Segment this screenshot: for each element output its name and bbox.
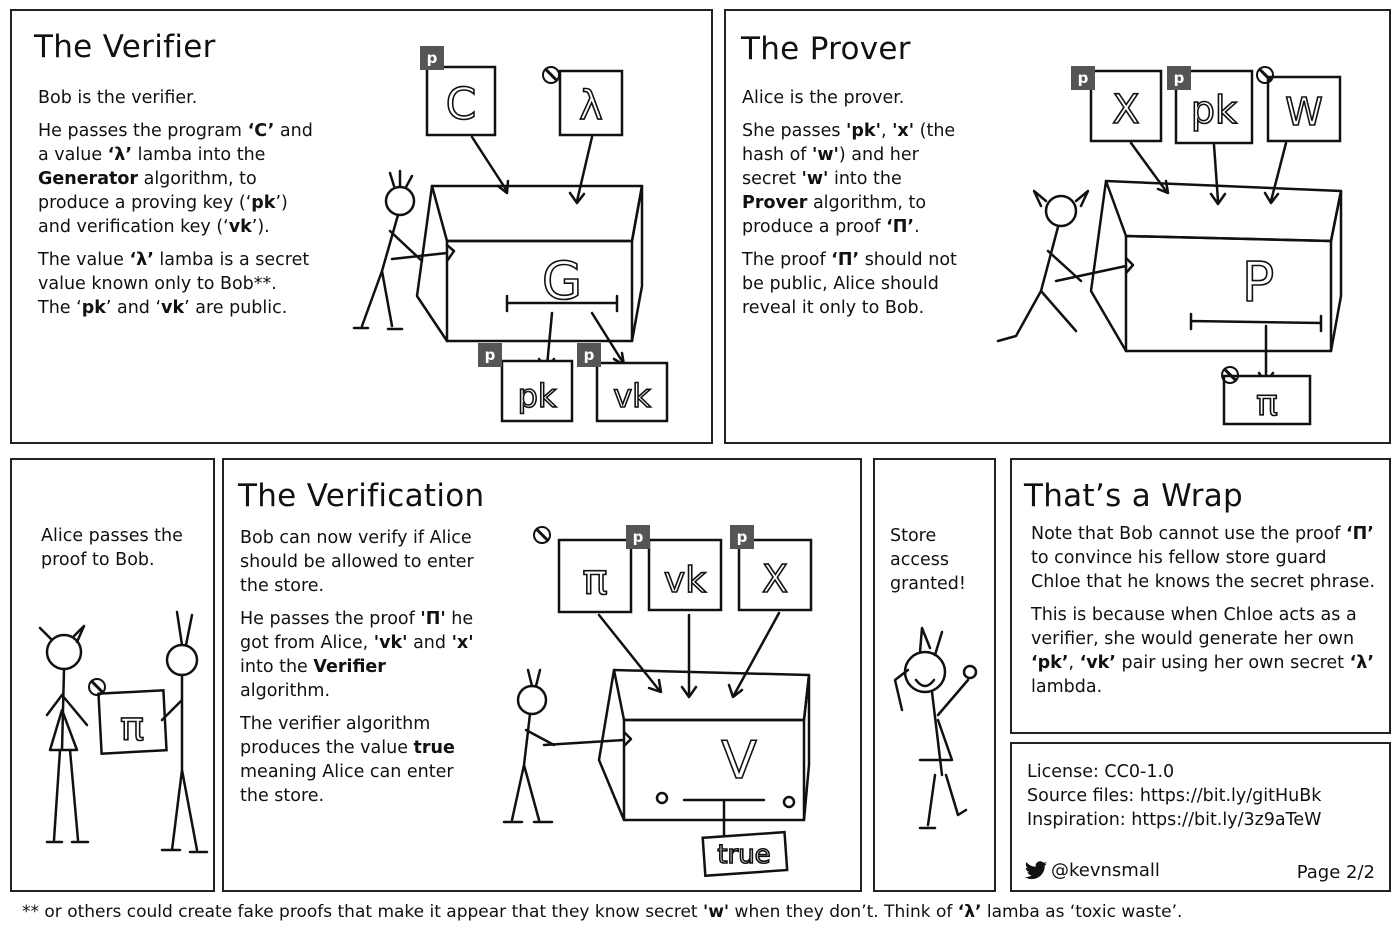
card-pi-label: π bbox=[582, 555, 607, 604]
card-pk-label: pk bbox=[518, 377, 557, 415]
card-pi-label: π bbox=[120, 704, 144, 750]
footnote: ** or others could create fake proofs th… bbox=[22, 902, 1183, 922]
license-text: License: CC0-1.0 bbox=[1027, 762, 1175, 782]
panel-text: Bob can now verify if Alice should be al… bbox=[240, 526, 475, 817]
paragraph: Alice is the prover. bbox=[742, 88, 905, 108]
no-entry-icon bbox=[1221, 366, 1239, 384]
page-number: Page 2/2 bbox=[1296, 862, 1375, 883]
panel-title: The Prover bbox=[741, 31, 911, 67]
panel-text: Alice passes the proof to Bob. bbox=[41, 526, 183, 570]
paragraph: The verifier algorithm produces the valu… bbox=[240, 714, 455, 806]
card-lambda bbox=[558, 69, 624, 137]
card-w bbox=[1266, 75, 1342, 143]
card-pi bbox=[1222, 374, 1312, 426]
card-lambda-label: λ bbox=[579, 83, 603, 129]
twitter-handle-label: @kevnsmall bbox=[1051, 860, 1160, 881]
public-badge-icon: p bbox=[1071, 66, 1095, 90]
panel-store-access: Store access granted! bbox=[873, 458, 996, 892]
prover-illustration: X pk W P π bbox=[996, 69, 1343, 426]
card-w-label: W bbox=[1285, 90, 1323, 134]
public-badge-icon: p bbox=[420, 46, 444, 70]
panel-wrap: That’s a Wrap Note that Bob cannot use t… bbox=[1010, 458, 1391, 734]
no-entry-icon bbox=[542, 66, 560, 84]
card-vk-label: vk bbox=[664, 560, 706, 601]
public-badge-icon: p bbox=[577, 343, 601, 367]
panel-verification: The Verification Bob can now verify if A… bbox=[222, 458, 862, 892]
paragraph: Bob can now verify if Alice should be al… bbox=[240, 528, 474, 596]
panel-verifier: The Verifier Bob is the verifier. He pas… bbox=[10, 9, 713, 444]
paragraph: Bob is the verifier. bbox=[38, 88, 198, 108]
paragraph: She passes 'pk', 'x' (the hash of 'w') a… bbox=[742, 121, 956, 237]
panel-pass-proof: Alice passes the proof to Bob. π bbox=[10, 458, 215, 892]
generator-illustration: C λ G pk vk bbox=[352, 65, 669, 423]
card-vk bbox=[595, 361, 669, 423]
card-x-label: X bbox=[762, 557, 788, 601]
card-pi-label: π bbox=[1256, 383, 1278, 424]
twitter-handle[interactable]: @kevnsmall bbox=[1024, 860, 1160, 881]
card-x bbox=[1089, 69, 1163, 143]
paragraph: The proof ‘Π’ should not be public, Alic… bbox=[742, 250, 957, 318]
no-entry-icon bbox=[1256, 66, 1274, 84]
panel-title: That’s a Wrap bbox=[1024, 478, 1244, 514]
card-true bbox=[701, 830, 789, 878]
no-entry-icon bbox=[88, 678, 106, 696]
no-entry-icon bbox=[533, 526, 551, 544]
card-pk bbox=[500, 359, 574, 423]
card-pi bbox=[97, 689, 168, 755]
box-letter-v: V bbox=[721, 731, 757, 791]
celebrating-alice-illustration bbox=[893, 626, 978, 830]
panel-prover: The Prover Alice is the prover. She pass… bbox=[724, 9, 1391, 444]
card-true-label: true bbox=[717, 840, 770, 870]
card-pi bbox=[557, 538, 633, 614]
public-badge-icon: p bbox=[478, 343, 502, 367]
paragraph: Note that Bob cannot use the proof ‘Π’ t… bbox=[1031, 524, 1376, 592]
panel-text: Alice is the prover. She passes 'pk', 'x… bbox=[742, 86, 967, 329]
panel-title: The Verifier bbox=[34, 29, 216, 65]
card-c bbox=[425, 65, 497, 137]
box-letter-p: P bbox=[1242, 251, 1275, 314]
verifier-illustration: π vk X V true bbox=[502, 538, 813, 878]
card-c-label: C bbox=[446, 79, 477, 130]
paragraph: He passes the program ‘C’ and a value ‘λ… bbox=[38, 121, 313, 237]
card-vk-label: vk bbox=[613, 377, 651, 415]
panel-title: The Verification bbox=[238, 478, 485, 514]
public-badge-icon: p bbox=[1167, 66, 1191, 90]
inspiration-link[interactable]: Inspiration: https://bit.ly/3z9aTeW bbox=[1027, 810, 1322, 830]
panel-text: Store access granted! bbox=[890, 526, 966, 594]
card-pk-label: pk bbox=[1191, 88, 1237, 132]
panel-credits: License: CC0-1.0 Source files: https://b… bbox=[1010, 742, 1391, 892]
paragraph: This is because when Chloe acts as a ver… bbox=[1031, 605, 1374, 697]
paragraph: The value ‘λ’ lamba is a secret value kn… bbox=[38, 250, 310, 318]
card-x-label: X bbox=[1112, 87, 1139, 133]
public-badge-icon: p bbox=[626, 525, 650, 549]
pass-proof-illustration: π bbox=[38, 610, 209, 854]
panel-text: Note that Bob cannot use the proof ‘Π’ t… bbox=[1031, 522, 1376, 708]
source-link[interactable]: Source files: https://bit.ly/gitHuBk bbox=[1027, 786, 1322, 806]
card-x bbox=[737, 538, 813, 612]
paragraph: He passes the proof 'Π' he got from Alic… bbox=[240, 609, 474, 701]
public-badge-icon: p bbox=[730, 525, 754, 549]
credits-text: License: CC0-1.0 Source files: https://b… bbox=[1027, 760, 1387, 832]
twitter-bird-icon bbox=[1025, 860, 1047, 879]
card-vk bbox=[647, 538, 723, 612]
panel-text: Bob is the verifier. He passes the progr… bbox=[38, 86, 313, 329]
